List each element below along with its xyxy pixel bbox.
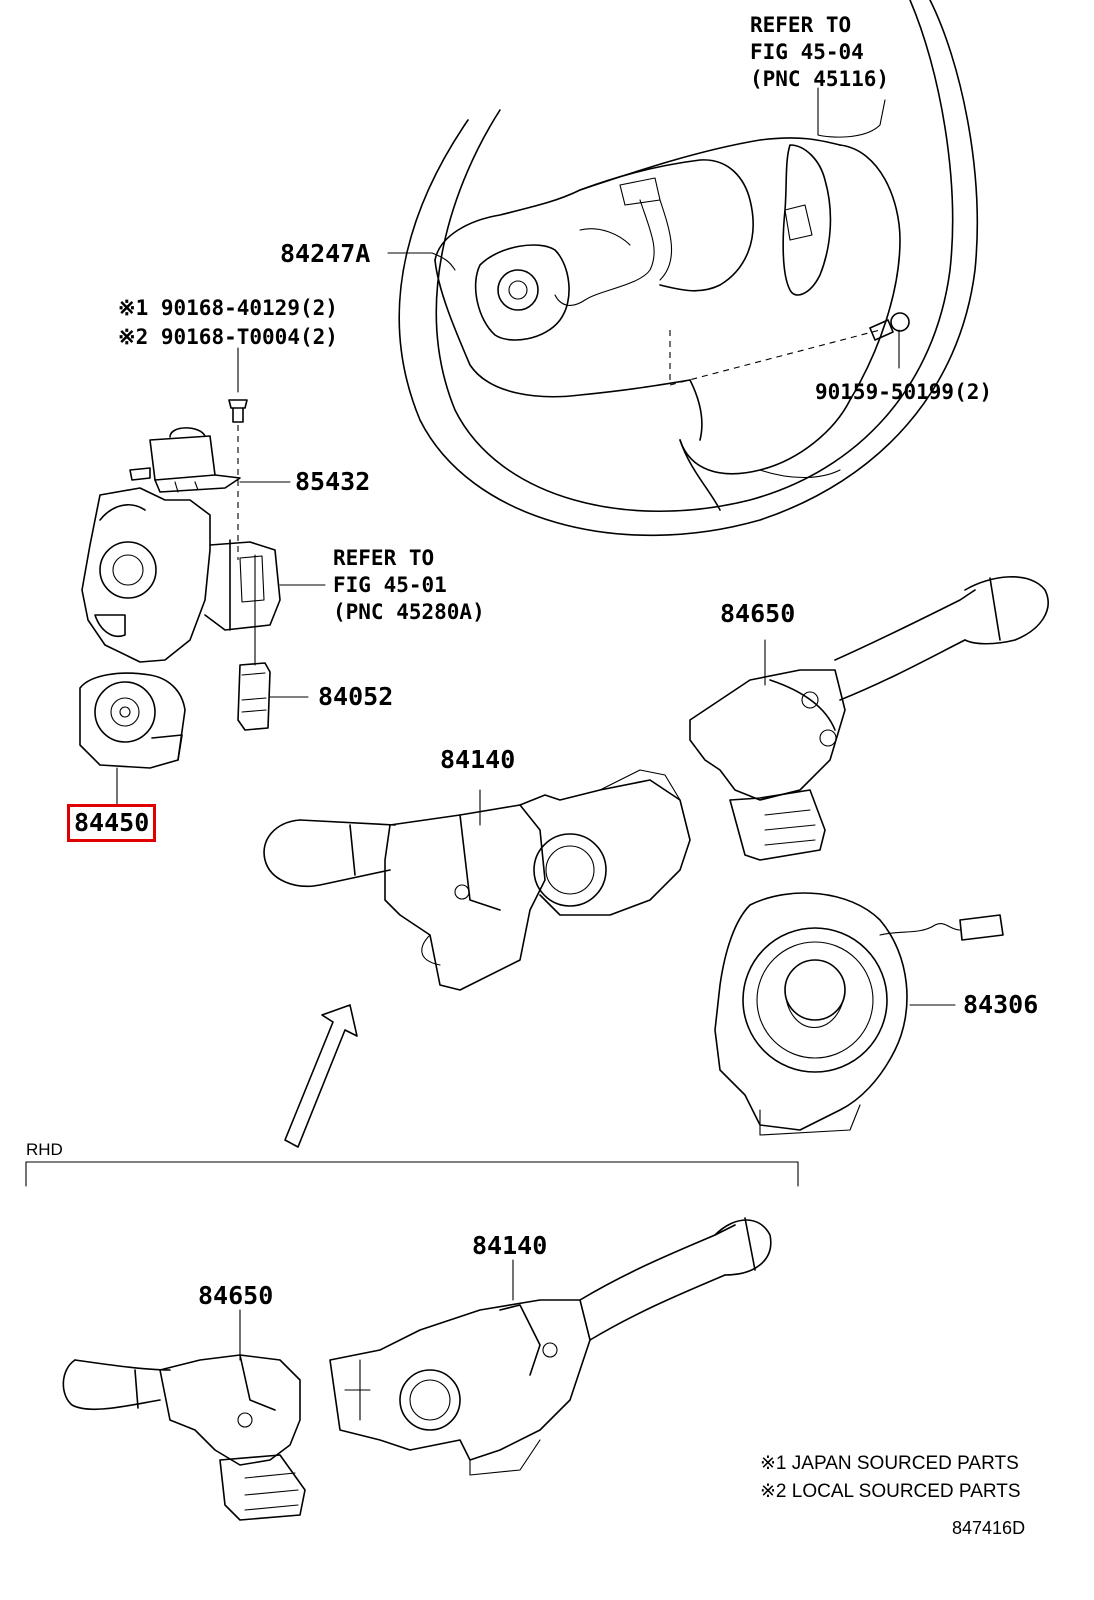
- part-84450-label-highlighted[interactable]: 84450: [67, 804, 157, 842]
- turn-switch-84140-icon: [263, 769, 691, 991]
- rhd-part-84650-label[interactable]: 84650: [198, 1281, 274, 1310]
- footnote-local-sourced: ※2 LOCAL SOURCED PARTS: [760, 1481, 1021, 1502]
- part-84650-label[interactable]: 84650: [720, 599, 796, 628]
- spiral-cable-84306-icon: [714, 892, 1004, 1136]
- ignition-cylinder-84450-icon: [79, 672, 186, 806]
- refer-45-01-line2: FIG 45-01: [333, 573, 447, 597]
- rhd-part-84140-label[interactable]: 84140: [472, 1231, 548, 1260]
- part-84052-label[interactable]: 84052: [318, 682, 394, 711]
- footnote-japan-sourced: ※1 JAPAN SOURCED PARTS: [760, 1453, 1019, 1474]
- arrow-up-right-icon: [284, 1004, 358, 1148]
- screw-std-part-line1[interactable]: ※1 90168-40129(2): [118, 296, 338, 320]
- rhd-wiper-switch-84650-icon: [62, 1309, 306, 1521]
- screw-std-part-line2[interactable]: ※2 90168-T0004(2): [118, 325, 338, 349]
- refer-fig-45-01-label: REFER TO FIG 45-01 (PNC 45280A): [333, 545, 485, 626]
- part-90159-label[interactable]: 90159-50199(2): [815, 380, 993, 404]
- refer-45-04-line3: (PNC 45116): [750, 67, 890, 91]
- figure-code: 847416D: [952, 1518, 1026, 1538]
- steering-wheel-icon: [398, 0, 978, 537]
- refer-45-01-line3: (PNC 45280A): [333, 600, 485, 624]
- refer-fig-45-04-label: REFER TO FIG 45-04 (PNC 45116): [750, 12, 889, 93]
- part-85432-label[interactable]: 85432: [295, 467, 371, 496]
- refer-45-04-line2: FIG 45-04: [750, 40, 864, 64]
- rhd-bracket: [25, 1161, 799, 1187]
- rhd-turn-switch-84140-icon: [329, 1217, 772, 1476]
- screw-90168-icon: [228, 347, 248, 560]
- refer-45-04-line1: REFER TO: [750, 13, 852, 37]
- part-84140-label[interactable]: 84140: [440, 745, 516, 774]
- steering-lock-housing-icon: [81, 487, 326, 666]
- wiper-switch-84650-icon: [689, 576, 1049, 861]
- module-85432-icon: [129, 427, 291, 493]
- refer-45-01-line1: REFER TO: [333, 546, 435, 570]
- screw-90159-icon: [869, 312, 910, 369]
- connector-84052-icon: [237, 662, 309, 731]
- part-84247a-label[interactable]: 84247A: [280, 239, 371, 268]
- part-84306-label[interactable]: 84306: [963, 990, 1039, 1019]
- rhd-label: RHD: [26, 1140, 63, 1159]
